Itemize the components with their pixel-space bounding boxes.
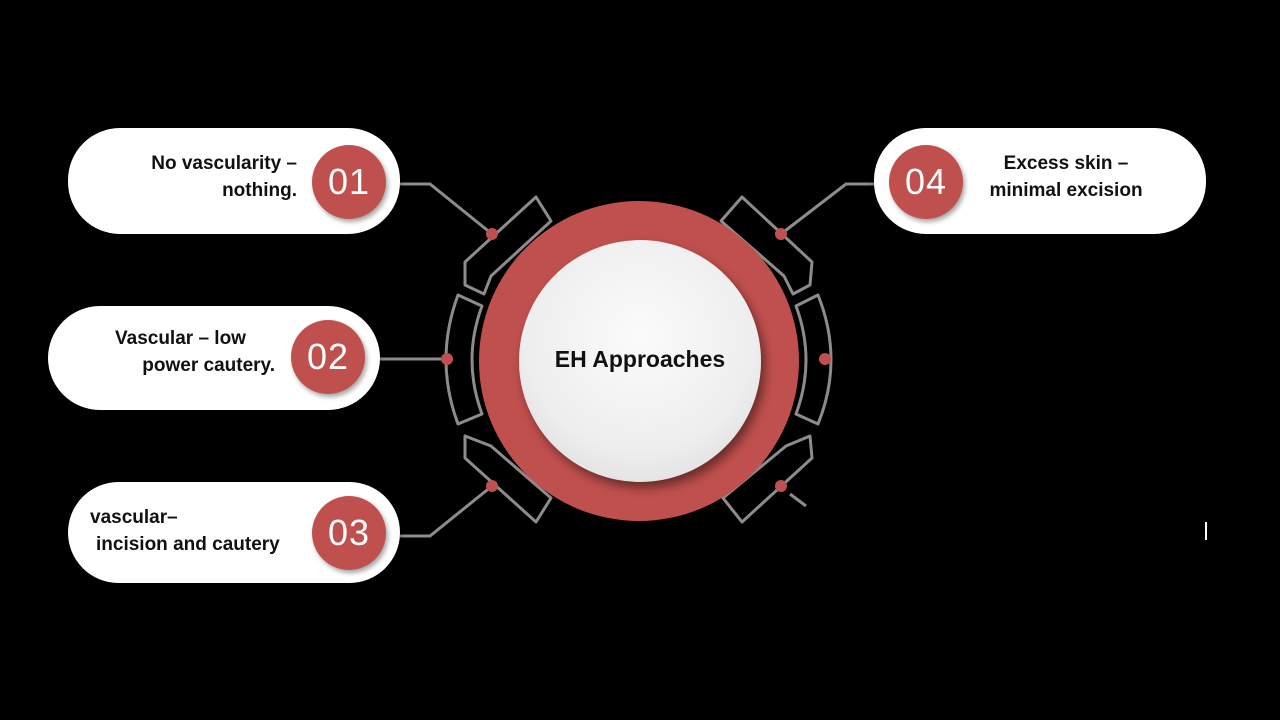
approach-label-03-line2: incision and cautery [96,534,280,555]
arc-segment-bottom-left [463,434,553,524]
connector-dot-04 [775,228,787,240]
edge-tick-mark [1205,522,1207,540]
connector-04 [780,182,874,236]
number-badge-02: 02 [291,320,365,394]
approach-label-02-line1: Vascular – low [115,328,246,349]
connector-dot-03 [486,480,498,492]
number-badge-03: 03 [312,496,386,570]
approach-label-04-line2: minimal excision [989,180,1143,201]
approach-label-03-line1: vascular– [90,507,178,528]
arc-segment-top-left [463,195,553,296]
arc-segment-left [444,293,484,426]
connector-01 [400,182,493,236]
approach-label-02: Vascular – low power cautery. [100,325,275,379]
hub-title: EH Approaches [554,346,726,372]
arc-tail-bottom-right [789,492,807,508]
connector-dot-bottom-right [775,480,787,492]
hub-inner-circle [519,240,761,482]
connector-03 [400,484,493,538]
arc-segment-right [794,293,833,426]
approach-label-02-line2: power cautery. [142,355,275,376]
connector-dot-right [819,353,831,365]
connector-dot-02 [441,353,453,365]
approach-label-03: vascular– incision and cautery [90,504,290,558]
approach-label-01-line1: No vascularity – [151,153,297,174]
approach-label-01: No vascularity – nothing. [120,150,297,204]
arc-segment-top-right [719,195,814,296]
approach-label-04-line1: Excess skin – [1003,153,1129,174]
number-badge-01: 01 [312,145,386,219]
connector-dot-01 [486,228,498,240]
number-badge-04: 04 [889,145,963,219]
approach-label-01-line2: nothing. [222,180,297,201]
approach-label-04: Excess skin – minimal excision [980,150,1152,204]
